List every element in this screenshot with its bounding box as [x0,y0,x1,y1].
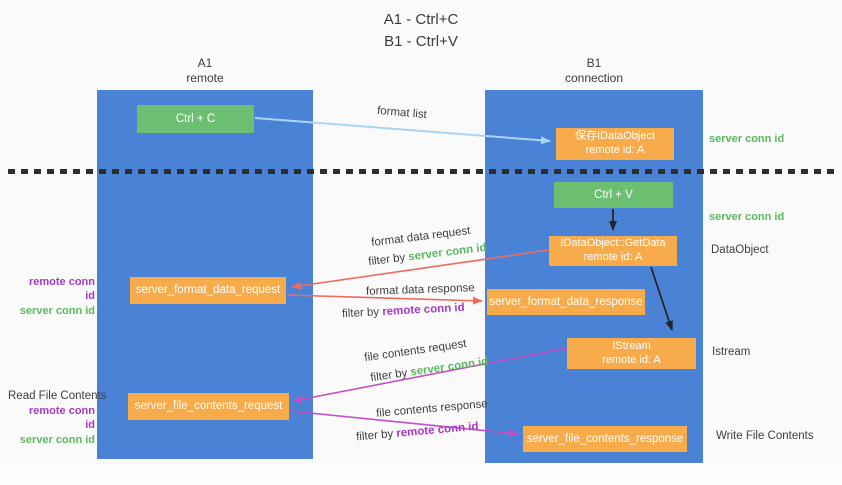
lane-b1-name: B1 [586,56,602,70]
remote-conn-id-inline-1: remote conn id [381,301,465,319]
label-read-file-contents: Read File Contents [8,390,107,402]
server-file-contents-request-label: server_file_contents_request [134,400,283,413]
label-remote-conn-id-2: remote conn id [28,405,95,432]
dashed-divider [8,169,836,174]
label-file-contents-response: file contents response [375,398,489,420]
remote-conn-id-inline-2: remote conn id [395,420,479,440]
server-conn-id-inline-1: server conn id [407,241,488,264]
label-server-conn-id-2: server conn id [19,433,95,446]
istream-line2: remote id: A [602,353,661,366]
node-server-file-contents-request: server_file_contents_request [128,393,289,420]
server-file-contents-response-label: server_file_contents_response [526,432,684,445]
label-remote-conn-id-1: remote conn id [28,276,95,303]
server-format-data-request-label: server_format_data_request [135,284,281,297]
node-ctrl-v: Ctrl + V [554,182,673,208]
label-filter-by-remote-conn-id-1: filter by remote conn id [341,301,465,321]
label-server-conn-id-1: server conn id [19,304,95,317]
label-write-file-contents: Write File Contents [716,430,814,442]
node-server-format-data-response: server_format_data_response [487,289,645,315]
label-server-conn-id-top: server conn id [709,133,785,145]
label-format-data-response: format data response [365,282,475,298]
title-line-1: A1 - Ctrl+C [383,11,459,28]
server-format-data-response-label: server_format_data_response [489,295,643,308]
ctrl-c-label: Ctrl + C [175,112,216,125]
server-conn-id-inline-2: server conn id [409,355,490,379]
save-idataobject-line2: remote id: A [585,144,645,156]
node-ctrl-c: Ctrl + C [137,105,254,133]
getdata-line2: remote id: A [583,251,643,263]
conn-id-stack-2: remote conn id server conn id [17,404,95,447]
lane-a1-name: A1 [197,56,213,70]
node-server-format-data-request: server_format_data_request [130,277,286,304]
label-istream: Istream [712,346,751,358]
conn-id-stack-1: remote conn id server conn id [17,275,95,318]
label-filter-by-remote-conn-id-2: filter by remote conn id [355,420,479,444]
getdata-line1: IDataObject::GetData [560,237,666,250]
node-idataobject-getdata: IDataObject::GetData remote id: A [549,236,677,266]
lane-header-a1: A1 remote [97,56,313,86]
label-dataobject: DataObject [711,244,769,256]
title-line-2: B1 - Ctrl+V [384,32,458,50]
lane-b1-sub: connection [564,71,624,85]
node-save-idataobject: 保存IDataObject remote id: A [556,128,674,160]
lane-a1-sub: remote [186,71,224,85]
label-server-conn-id-mid: server conn id [709,211,785,223]
diagram-title: A1 - Ctrl+C B1 - Ctrl+V [0,9,842,53]
istream-line1: IStream [612,339,651,352]
node-server-file-contents-response: server_file_contents_response [523,426,687,452]
lane-header-b1: B1 connection [485,56,703,86]
save-idataobject-line1: 保存IDataObject [574,130,656,143]
label-format-list: format list [376,104,428,122]
node-istream: IStream remote id: A [567,338,696,369]
ctrl-v-label: Ctrl + V [594,188,633,201]
